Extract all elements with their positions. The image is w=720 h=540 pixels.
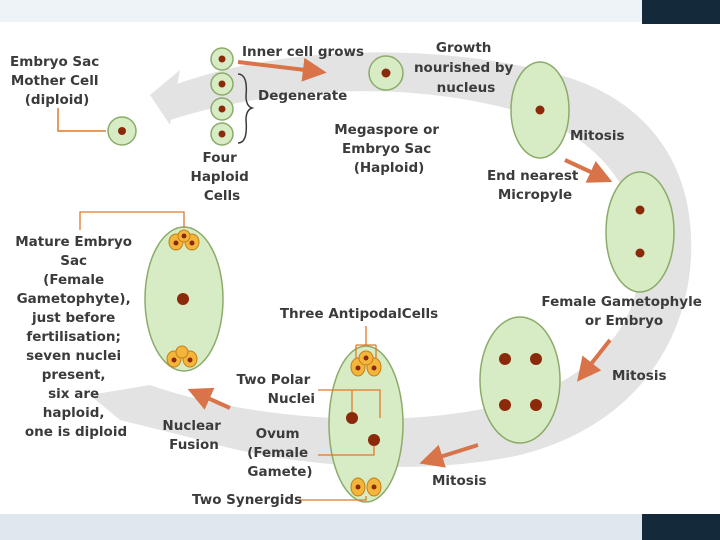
ovum-line-1: Ovum (256, 426, 300, 442)
mature-line-1: Mature Embryo (15, 234, 132, 250)
arrow-mitosis-3 (419, 443, 479, 468)
mature-line-5: just before (31, 310, 115, 326)
polar-connector (318, 389, 381, 418)
megaspore-line-2: Embryo Sac (342, 141, 431, 157)
micropyle-line-2: Micropyle (498, 187, 572, 203)
top-band (0, 0, 720, 22)
mature-line-7: seven nuclei (26, 348, 121, 364)
mother-line-3: (diploid) (25, 92, 90, 108)
growing-cell (510, 61, 570, 159)
corner-block-top (642, 0, 720, 24)
synergid-cells (350, 477, 382, 497)
mother-line-1: Embryo Sac (10, 54, 99, 70)
ovum-line-2: (Female (247, 445, 308, 461)
cycle-band (90, 52, 692, 468)
growth-line-3: nucleus (437, 80, 496, 96)
two-nucleate-cell (605, 171, 675, 293)
bottom-band (0, 514, 720, 540)
mature-line-4: Gametophyte), (17, 291, 131, 307)
mature-embryo-sac (144, 226, 224, 372)
synergid-connector (298, 496, 367, 501)
arrow-mitosis-2 (577, 338, 612, 382)
four-line-3: Cells (204, 188, 240, 204)
antipodal-connector (355, 326, 377, 358)
arrow-nuclear-fusion (187, 387, 231, 410)
gametophyte-line-1: Female Gametophyle (541, 294, 702, 310)
growth-line-2: nourished by (414, 60, 514, 76)
mature-line-10: haploid, (43, 405, 105, 421)
label-three-antipodal: Three AntipodalCells (280, 306, 438, 322)
mature-line-11: one is diploid (25, 424, 127, 440)
arrow-mitosis-1 (564, 158, 613, 183)
label-mitosis-1: Mitosis (570, 128, 625, 144)
cycle-band-tail (150, 70, 180, 125)
mature-line-9: six are (48, 386, 99, 402)
ovum-connector (318, 446, 375, 456)
label-megaspore: Megaspore or Embryo Sac (Haploid) (334, 122, 444, 176)
megaspore-cell (368, 55, 404, 91)
megaspore-line-3: (Haploid) (354, 160, 425, 176)
label-inner-cell-grows: Inner cell grows (242, 44, 364, 60)
fusion-line-2: Fusion (169, 437, 219, 453)
gametophyte-line-2: or Embryo (585, 313, 663, 329)
label-mitosis-2: Mitosis (612, 368, 667, 384)
four-line-1: Four (203, 150, 238, 166)
label-mitosis-3: Mitosis (432, 473, 487, 489)
megaspore-line-1: Megaspore or (334, 122, 439, 138)
growth-line-1: Growth (436, 40, 492, 56)
label-embryo-sac-mother-cell: Embryo Sac Mother Cell (diploid) (10, 54, 104, 108)
label-end-nearest-micropyle: End nearest Micropyle (487, 168, 583, 203)
label-female-gametophyte: Female Gametophyle or Embryo (541, 294, 706, 329)
degenerate-brace (237, 73, 255, 144)
mature-line-6: fertilisation; (26, 329, 121, 345)
label-two-polar-nuclei: Two Polar Nuclei (237, 372, 315, 407)
mother-cell (107, 116, 137, 146)
antipodal-cells (350, 350, 382, 377)
fusion-line-1: Nuclear (162, 418, 221, 434)
mother-cell-connector (57, 108, 106, 132)
four-nucleate-cell (479, 316, 561, 444)
polar-line-2: Nuclei (268, 391, 315, 407)
micropyle-line-1: End nearest (487, 168, 579, 184)
mature-line-8: present, (42, 367, 106, 383)
eight-nucleate-cell (328, 345, 404, 503)
ovum-line-3: Gamete) (247, 464, 312, 480)
label-ovum: Ovum (Female Gamete) (247, 426, 313, 480)
label-degenerate: Degenerate (258, 88, 347, 104)
mature-sac-connector (79, 211, 185, 230)
arrow-inner-cell-grows (237, 57, 327, 82)
mature-line-2: Sac (60, 253, 87, 269)
corner-block-bottom (642, 514, 720, 540)
label-nuclear-fusion: Nuclear Fusion (162, 418, 225, 453)
label-growth-nourished: Growth nourished by nucleus (414, 40, 518, 96)
label-four-haploid-cells: Four Haploid Cells (191, 150, 254, 204)
label-two-synergids: Two Synergids (192, 492, 302, 508)
mature-line-3: (Female (43, 272, 104, 288)
mother-line-2: Mother Cell (11, 73, 99, 89)
label-mature-embryo-sac: Mature Embryo Sac (Female Gametophyte), … (15, 234, 137, 440)
polar-line-1: Two Polar (237, 372, 311, 388)
four-line-2: Haploid (191, 169, 249, 185)
four-haploid-cells (210, 47, 234, 146)
